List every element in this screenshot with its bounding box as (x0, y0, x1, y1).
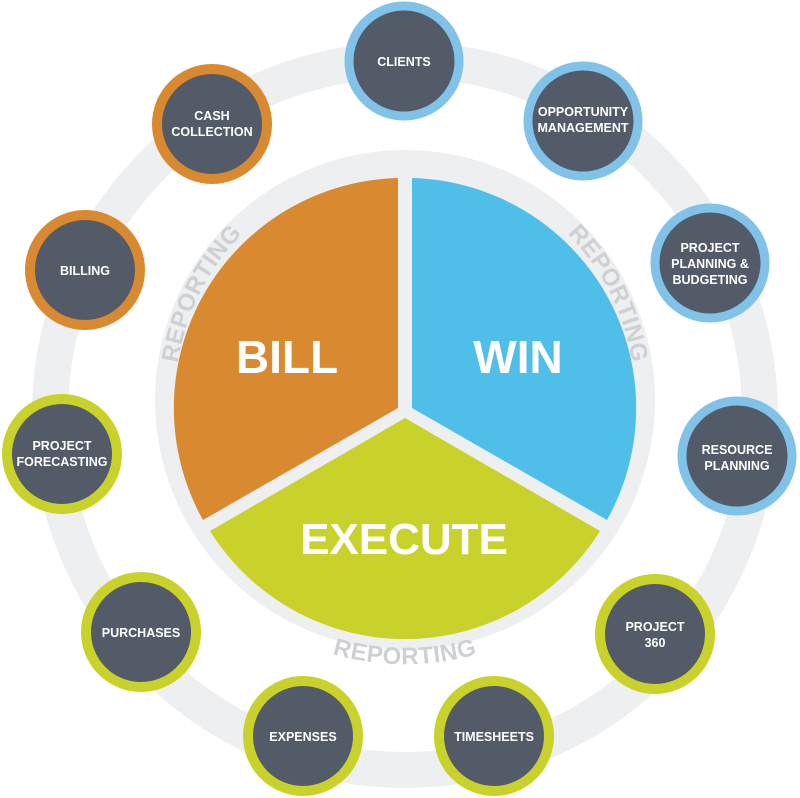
node-opportunity-label-2: MANAGEMENT (538, 121, 629, 135)
node-expenses-label: EXPENSES (269, 730, 336, 744)
node-project-forecasting[interactable]: PROJECT FORECASTING (2, 394, 122, 514)
node-cash-label-2: COLLECTION (171, 125, 252, 139)
execute-label: EXECUTE (300, 515, 508, 564)
node-project360-label-1: PROJECT (625, 620, 684, 634)
node-project360-label-2: 360 (645, 636, 666, 650)
node-resource-label-1: RESOURCE (702, 443, 773, 457)
node-clients[interactable]: CLIENTS (344, 1, 464, 121)
execute-segment[interactable] (210, 418, 600, 640)
node-project-360[interactable]: PROJECT 360 (595, 574, 715, 694)
node-billing-label: BILLING (60, 264, 110, 278)
pie-chart (173, 178, 637, 640)
node-purchases-label: PURCHASES (102, 626, 181, 640)
node-resource-label-2: PLANNING (704, 459, 769, 473)
node-forecasting-label-2: FORECASTING (17, 455, 108, 469)
node-forecasting-label-1: PROJECT (32, 439, 91, 453)
bill-segment[interactable] (173, 178, 398, 520)
node-timesheets-label: TIMESHEETS (454, 730, 534, 744)
bill-label: BILL (236, 331, 338, 383)
node-clients-label: CLIENTS (377, 55, 430, 69)
win-label: WIN (473, 331, 562, 383)
node-purchases[interactable]: PURCHASES (81, 572, 201, 692)
node-billing[interactable]: BILLING (25, 210, 145, 330)
node-expenses[interactable]: EXPENSES (243, 676, 363, 796)
node-opportunity-management[interactable]: OPPORTUNITY MANAGEMENT (523, 61, 643, 181)
node-project-planning-budgeting[interactable]: PROJECT PLANNING & BUDGETING (650, 203, 770, 323)
win-segment[interactable] (412, 178, 637, 520)
node-ppb-label-3: BUDGETING (673, 273, 748, 287)
node-opportunity-label-1: OPPORTUNITY (538, 105, 629, 119)
node-ppb-label-2: PLANNING & (671, 257, 749, 271)
node-timesheets[interactable]: TIMESHEETS (434, 676, 554, 796)
node-cash-label-1: CASH (194, 109, 229, 123)
node-cash-collection[interactable]: CASH COLLECTION (152, 64, 272, 184)
node-ppb-label-1: PROJECT (680, 241, 739, 255)
node-resource-planning[interactable]: RESOURCE PLANNING (677, 396, 797, 516)
